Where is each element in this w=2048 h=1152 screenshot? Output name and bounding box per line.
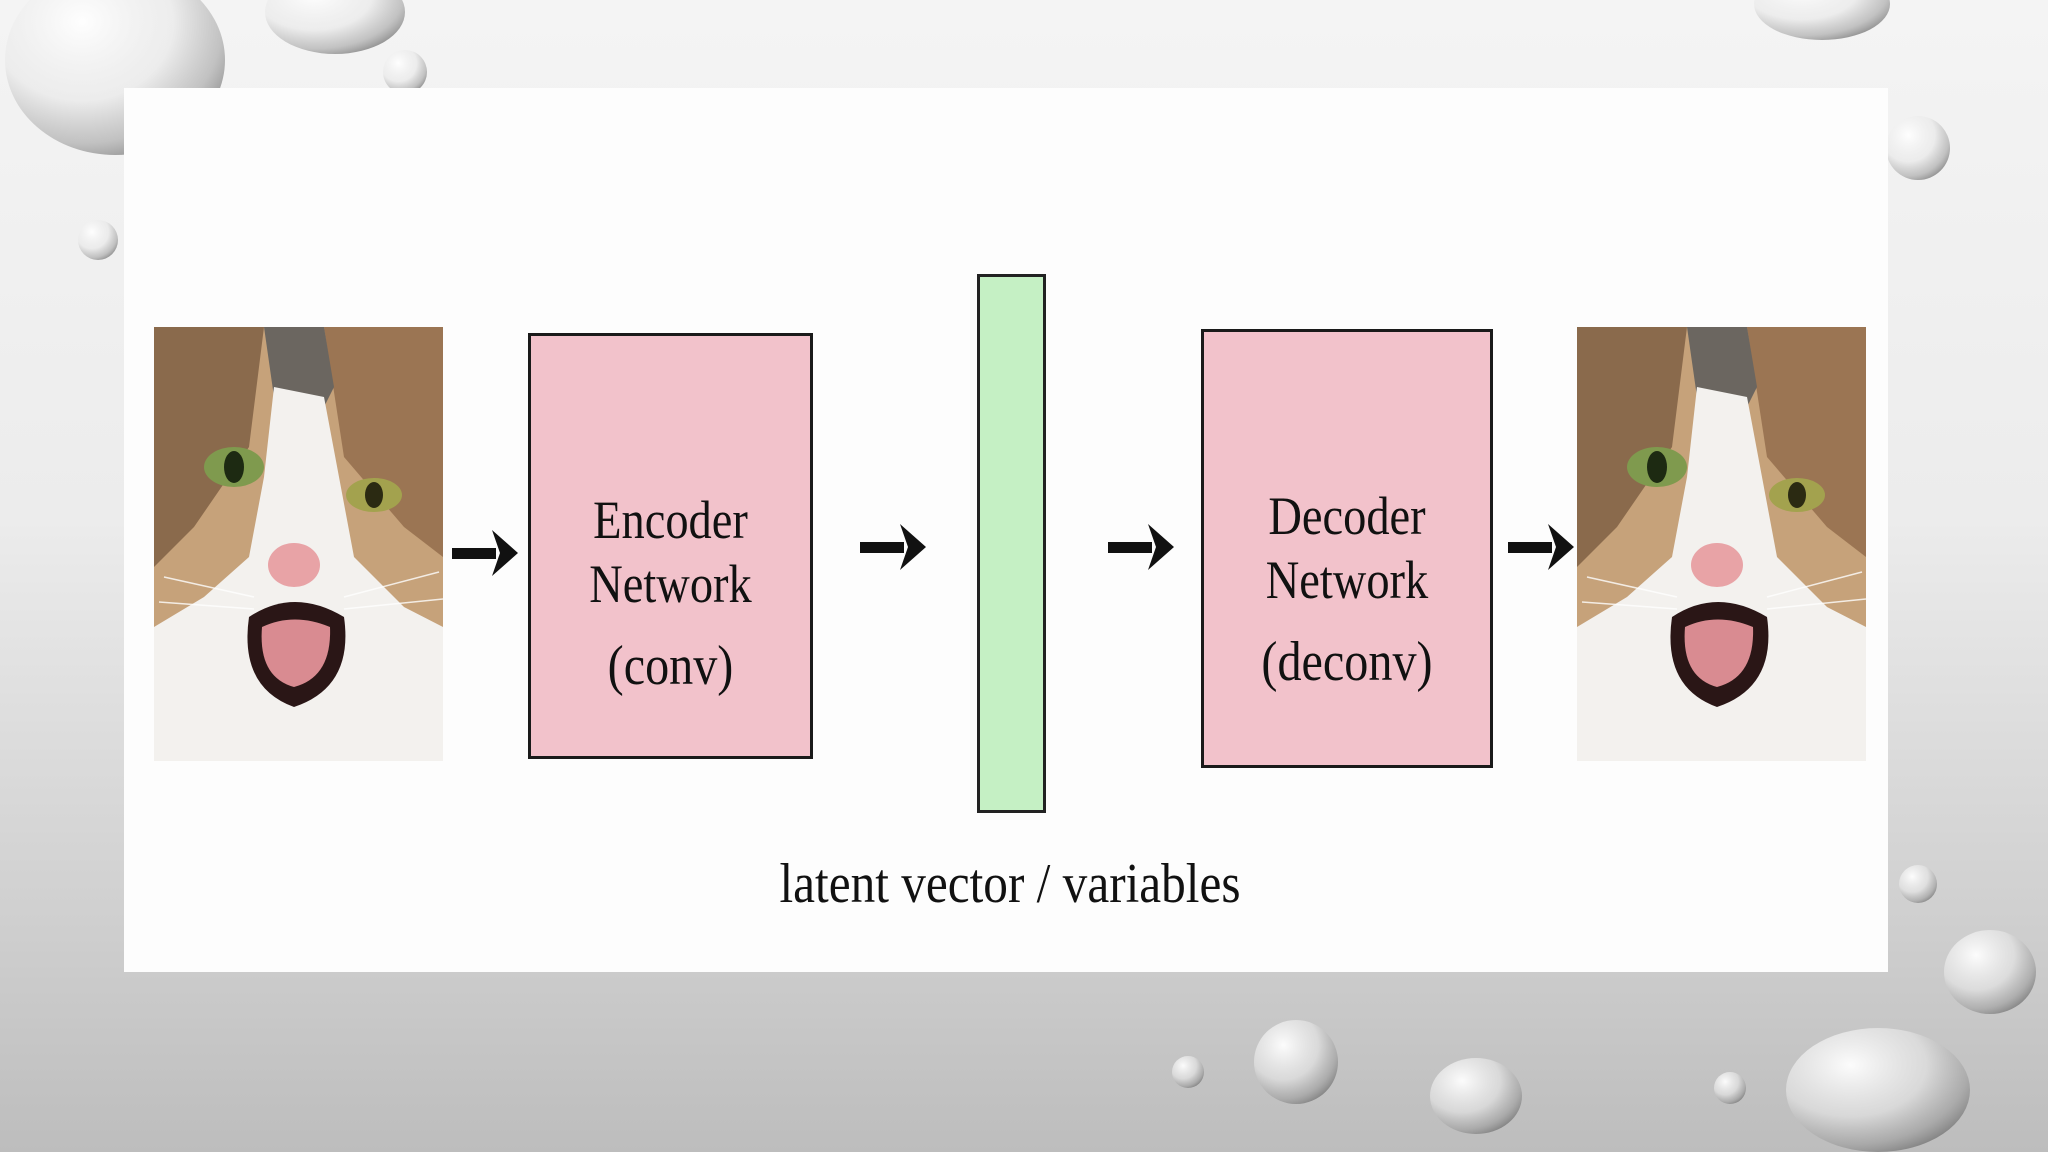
decoder-title: Decoder Network — [1265, 486, 1429, 610]
arrow-right-icon — [452, 530, 518, 576]
water-droplet-decoration — [5, 0, 2036, 1152]
encoder-title: Encoder Network — [589, 490, 752, 614]
encoder-network-box: Encoder Network (conv) — [528, 333, 813, 759]
latent-vector-bar — [977, 274, 1046, 813]
arrow-right-icon — [1108, 524, 1174, 570]
decoder-network-box: Decoder Network (deconv) — [1201, 329, 1493, 768]
arrow-right-icon — [860, 524, 926, 570]
encoder-subtitle: (conv) — [607, 635, 734, 697]
output-image — [1577, 327, 1866, 761]
decoder-subtitle: (deconv) — [1261, 631, 1433, 693]
input-image — [154, 327, 443, 761]
latent-caption: latent vector / variables — [779, 853, 1241, 915]
cat-face-photo — [1577, 327, 1866, 761]
arrow-right-icon — [1508, 524, 1574, 570]
cat-face-photo — [154, 327, 443, 761]
